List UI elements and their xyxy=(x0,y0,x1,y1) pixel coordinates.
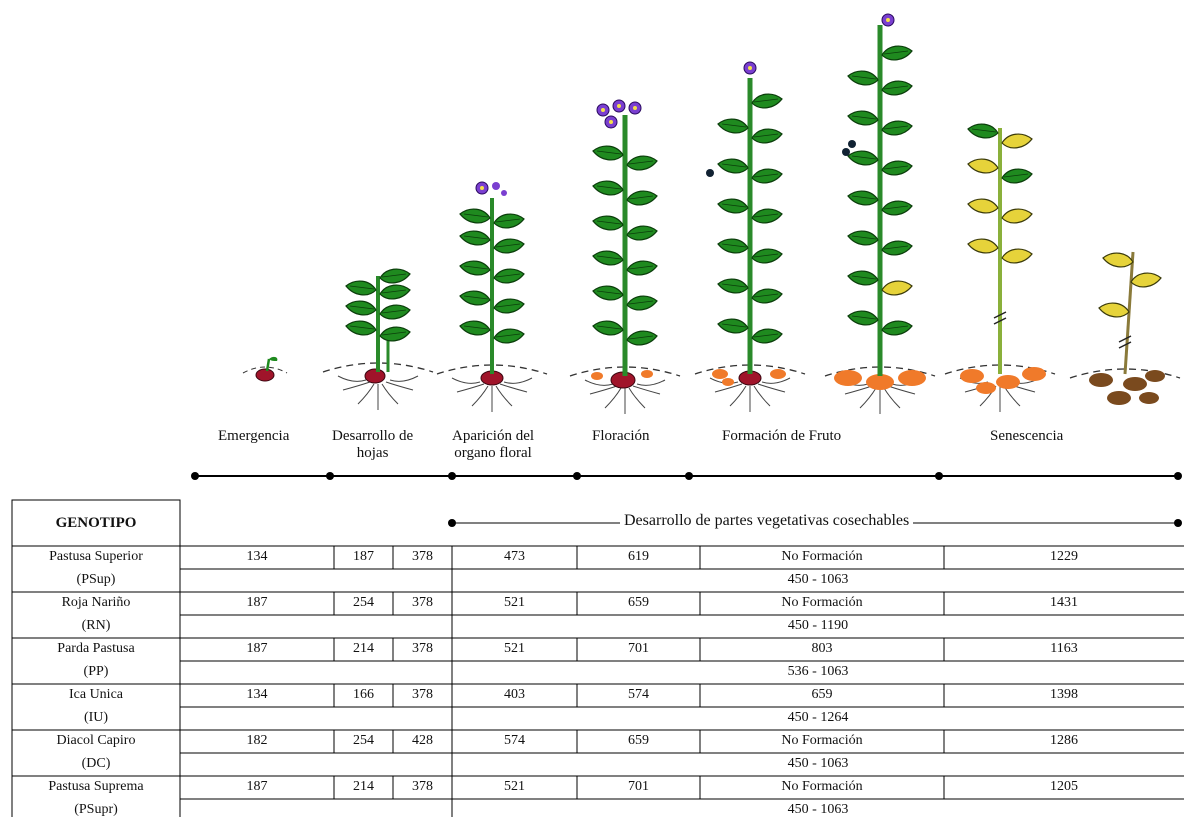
table-cell: 187 xyxy=(334,548,393,566)
table-cell: 473 xyxy=(452,548,577,566)
table-cell: 166 xyxy=(334,686,393,704)
stage-label-senescencia: Senescencia xyxy=(990,428,1063,445)
plant-senescence-2-icon xyxy=(1070,252,1180,405)
stage-label-line: hojas xyxy=(332,445,413,462)
timeline-marker xyxy=(935,472,943,480)
table-cell: 254 xyxy=(334,594,393,612)
table-cell: 403 xyxy=(452,686,577,704)
table-cell: No Formación xyxy=(700,594,944,612)
table-cell: 254 xyxy=(334,732,393,750)
table-cell: 187 xyxy=(180,778,334,796)
plant-fruit-formation-icon xyxy=(695,62,805,412)
genotype-code: (PP) xyxy=(12,663,180,681)
stage-label-line: Emergencia xyxy=(218,428,289,445)
table-cell: No Formación xyxy=(700,732,944,750)
table-cell: 1163 xyxy=(944,640,1184,658)
stage-label-aparicion-organo: Aparición del organo floral xyxy=(452,428,534,462)
stage-timeline xyxy=(0,466,1184,486)
genotype-name: Parda Pastusa xyxy=(12,640,180,658)
table-cell: 378 xyxy=(393,686,452,704)
timeline-marker xyxy=(1174,472,1182,480)
table-cell: 378 xyxy=(393,548,452,566)
table-cell: No Formación xyxy=(700,778,944,796)
table-cell: 187 xyxy=(180,594,334,612)
range-cell: 450 - 1063 xyxy=(452,571,1184,589)
table-cell: 1229 xyxy=(944,548,1184,566)
table-cell: 659 xyxy=(700,686,944,704)
range-cell: 450 - 1264 xyxy=(452,709,1184,727)
table-cell: 521 xyxy=(452,594,577,612)
stage-label-formacion-fruto: Formación de Fruto xyxy=(722,428,841,445)
stage-label-line: Formación de Fruto xyxy=(722,428,841,445)
table-cell: 214 xyxy=(334,778,393,796)
plant-emergence-icon xyxy=(243,357,287,381)
genotype-code: (RN) xyxy=(12,617,180,635)
table-cell: 187 xyxy=(180,640,334,658)
table-cell: No Formación xyxy=(700,548,944,566)
stage-label-desarrollo-hojas: Desarrollo de hojas xyxy=(332,428,413,462)
timeline-marker xyxy=(573,472,581,480)
genotype-name: Pastusa Superior xyxy=(12,548,180,566)
plant-fruit-formation-2-icon xyxy=(825,14,935,414)
plant-senescence-icon xyxy=(945,124,1055,412)
table-cell: 1286 xyxy=(944,732,1184,750)
table-cell: 378 xyxy=(393,640,452,658)
table-cell: 701 xyxy=(577,640,700,658)
genotype-code: (DC) xyxy=(12,755,180,773)
table-cell: 659 xyxy=(577,594,700,612)
stage-label-emergencia: Emergencia xyxy=(218,428,289,445)
range-cell: 536 - 1063 xyxy=(452,663,1184,681)
genotype-code: (PSup) xyxy=(12,571,180,589)
stage-label-line: Desarrollo de xyxy=(332,428,413,445)
genotype-name: Roja Nariño xyxy=(12,594,180,612)
genotype-name: Diacol Capiro xyxy=(12,732,180,750)
stage-label-line: organo floral xyxy=(452,445,534,462)
range-cell: 450 - 1063 xyxy=(452,755,1184,773)
range-cell: 450 - 1063 xyxy=(452,801,1184,819)
table-cell: 701 xyxy=(577,778,700,796)
table-cell: 378 xyxy=(393,594,452,612)
plant-floral-organ-icon xyxy=(437,182,547,412)
vegetative-harvest-label: Desarrollo de partes vegetativas cosecha… xyxy=(620,512,913,530)
stage-label-line: Senescencia xyxy=(990,428,1063,445)
timeline-marker xyxy=(448,472,456,480)
table-cell: 134 xyxy=(180,548,334,566)
table-cell: 378 xyxy=(393,778,452,796)
table-cell: 214 xyxy=(334,640,393,658)
timeline-marker xyxy=(685,472,693,480)
table-cell: 182 xyxy=(180,732,334,750)
table-cell: 1431 xyxy=(944,594,1184,612)
timeline-marker xyxy=(326,472,334,480)
plant-leaf-development-icon xyxy=(323,269,433,410)
table-cell: 619 xyxy=(577,548,700,566)
table-cell: 659 xyxy=(577,732,700,750)
stage-label-line: Aparición del xyxy=(452,428,534,445)
genotype-name: Pastusa Suprema xyxy=(12,778,180,796)
table-cell: 803 xyxy=(700,640,944,658)
table-cell: 1398 xyxy=(944,686,1184,704)
stage-label-floracion: Floración xyxy=(592,428,650,445)
table-cell: 134 xyxy=(180,686,334,704)
table-cell: 574 xyxy=(452,732,577,750)
plant-flowering-icon xyxy=(570,100,680,414)
table-cell: 521 xyxy=(452,778,577,796)
table-cell: 521 xyxy=(452,640,577,658)
table-cell: 428 xyxy=(393,732,452,750)
genotype-code: (IU) xyxy=(12,709,180,727)
stage-label-line: Floración xyxy=(592,428,650,445)
timeline-marker xyxy=(191,472,199,480)
genotype-header: GENOTIPO xyxy=(12,500,180,546)
table-cell: 574 xyxy=(577,686,700,704)
range-cell: 450 - 1190 xyxy=(452,617,1184,635)
genotype-name: Ica Unica xyxy=(12,686,180,704)
table-cell: 1205 xyxy=(944,778,1184,796)
genotype-code: (PSupr) xyxy=(12,801,180,819)
growth-stages-illustration xyxy=(0,0,1184,420)
